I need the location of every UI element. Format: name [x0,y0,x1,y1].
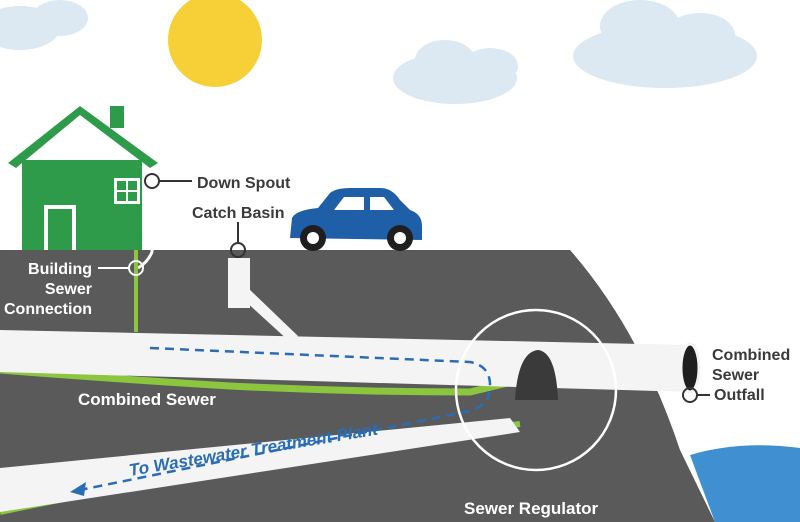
cloud-icon [0,0,88,50]
car-icon [290,188,422,251]
regulator-shaft [515,350,558,400]
label-building-sewer-connection-1: Building [28,261,92,278]
label-sewer-regulator: Sewer Regulator [464,499,599,518]
treatment-plant-pipe [0,418,520,512]
down-spout-pipe [137,168,154,270]
house-icon [8,106,158,250]
combined-sewer-pipe [0,330,690,392]
sewer-regulator-circle [454,308,618,472]
cloud-icon [393,40,518,104]
label-outfall-2: Sewer [712,367,759,384]
flow-arrow-head [70,482,86,496]
label-building-sewer-connection-3: Connection [4,301,92,318]
water-icon [690,445,800,522]
label-down-spout: Down Spout [197,175,291,192]
label-catch-basin: Catch Basin [192,205,284,222]
cloud-icon [573,0,757,88]
sun-icon [168,0,262,87]
flow-path [79,346,492,492]
grass-line-upper [0,366,521,396]
label-building-sewer-connection-2: Sewer [45,281,92,298]
catch-basin-pipe [244,288,298,342]
label-combined-sewer: Combined Sewer [78,390,216,409]
catch-basin-box [228,258,250,308]
outfall-pipe-end [679,342,701,394]
label-outfall-3: Outfall [714,387,765,404]
label-outfall-1: Combined [712,347,790,364]
